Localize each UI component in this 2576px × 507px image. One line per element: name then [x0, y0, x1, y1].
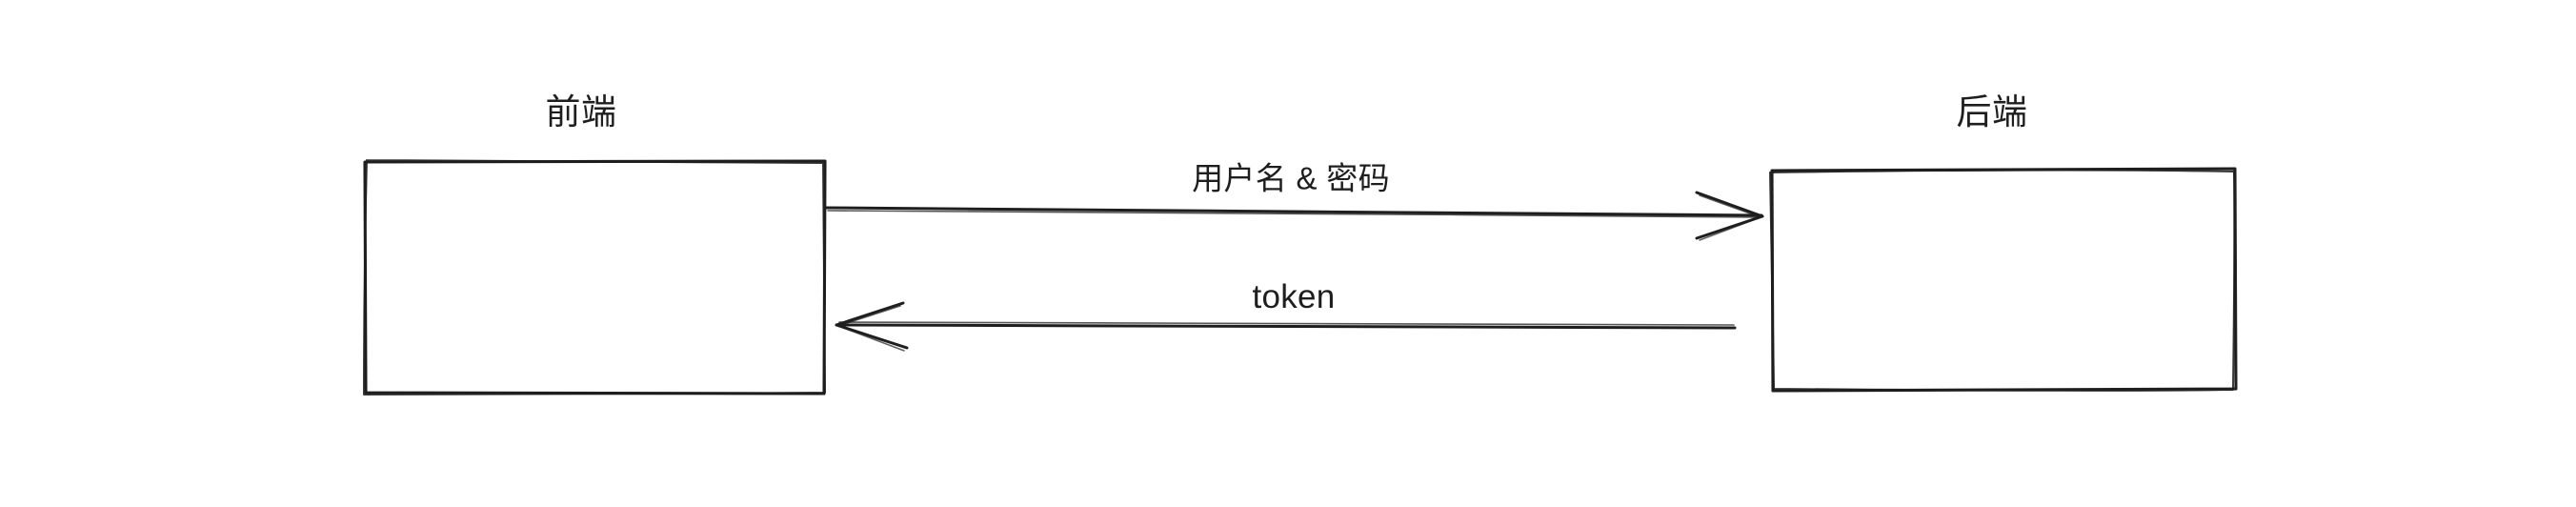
- node-frontend-title: 前端: [545, 91, 617, 132]
- edge-response-arrowhead-upper: [835, 301, 905, 327]
- edge-response-arrowhead-lower: [835, 323, 909, 350]
- edge-response-arrowhead-upper-b: [837, 305, 901, 327]
- edge-response-arrowhead-lower-b: [837, 325, 905, 352]
- edge-response-shaft-b: [838, 321, 1735, 326]
- edge-request-shaft-b: [827, 210, 1761, 218]
- edge-response-shaft-a: [836, 323, 1737, 330]
- edge-request-arrow[interactable]: [824, 191, 1764, 241]
- edge-response-arrow[interactable]: [835, 301, 1737, 352]
- node-frontend-box[interactable]: [363, 159, 827, 395]
- node-backend-box[interactable]: [1769, 167, 2238, 393]
- node-backend-outline-b: [1769, 169, 2236, 392]
- node-backend-outline-a: [1770, 167, 2238, 393]
- edge-request-label: 用户名 & 密码: [1192, 160, 1390, 196]
- edge-response-label: token: [1252, 278, 1336, 316]
- node-frontend-outline-b: [363, 159, 826, 395]
- edge-request-arrowhead-upper-b: [1699, 194, 1761, 218]
- node-backend-title: 后端: [1956, 91, 2028, 132]
- edge-request-arrowhead-lower-b: [1699, 216, 1761, 241]
- edge-request-shaft-a: [824, 206, 1763, 217]
- edge-request-arrowhead-upper: [1695, 191, 1764, 218]
- node-frontend-outline-a: [363, 159, 827, 395]
